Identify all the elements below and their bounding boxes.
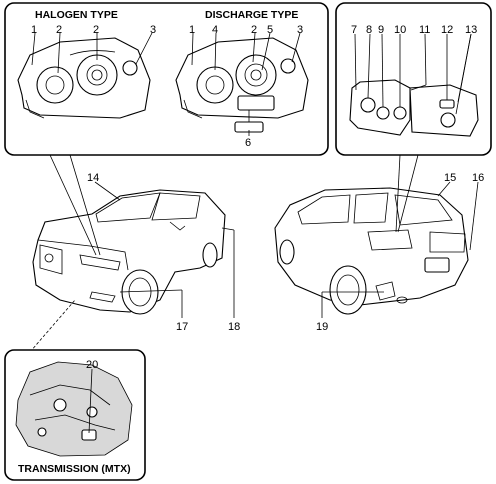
callout-17: 17	[176, 321, 188, 333]
transmission-drawing	[15, 361, 133, 457]
rear-vehicle-drawing	[274, 187, 469, 315]
callout-1-discharge: 1	[189, 24, 195, 36]
callout-9: 9	[378, 24, 384, 36]
discharge-headlamp-drawing	[175, 37, 309, 133]
callout-2-halogen-low: 2	[56, 24, 62, 36]
callout-3-discharge: 3	[297, 24, 303, 36]
callout-2-halogen-high: 2	[93, 24, 99, 36]
callout-19: 19	[316, 321, 328, 333]
callout-7: 7	[351, 24, 357, 36]
callout-15: 15	[444, 172, 456, 184]
headlamp-panel: HALOGEN TYPE DISCHARGE TYPE	[4, 2, 329, 156]
halogen-headlamp-drawing	[17, 37, 151, 119]
callout-13: 13	[465, 24, 477, 36]
rear-lamp-callout-numbers: 7 8 9 10 11 12 13	[351, 24, 477, 36]
callout-16: 16	[472, 172, 484, 184]
callout-3-halogen: 3	[150, 24, 156, 36]
callout-2-discharge: 2	[251, 24, 257, 36]
callout-1-halogen: 1	[31, 24, 37, 36]
transmission-panel: 20 TRANSMISSION (MTX)	[4, 349, 146, 481]
callout-14: 14	[87, 172, 99, 184]
callout-12: 12	[441, 24, 453, 36]
callout-6-discharge: 6	[245, 137, 251, 149]
vehicle-leaders	[94, 181, 479, 318]
transmission-title: TRANSMISSION (MTX)	[18, 463, 131, 475]
rear-lamp-panel: 7 8 9 10 11 12 13	[335, 2, 492, 156]
front-vehicle-drawing	[32, 189, 226, 315]
callout-5-discharge: 5	[267, 24, 273, 36]
headlamp-leaders	[31, 32, 301, 136]
discharge-type-title: DISCHARGE TYPE	[205, 9, 298, 21]
halogen-type-title: HALOGEN TYPE	[35, 9, 118, 21]
vehicle-callout-numbers: 14 15 16 17 18 19	[87, 172, 484, 333]
callout-8: 8	[366, 24, 372, 36]
callout-10: 10	[394, 24, 406, 36]
callout-11: 11	[419, 24, 430, 36]
callout-18: 18	[228, 321, 240, 333]
rear-lamp-leaders	[354, 33, 472, 115]
callout-20: 20	[86, 359, 98, 371]
headlamp-callout-numbers: 1 2 2 3 1 4 2 5 3 6	[31, 24, 303, 149]
rear-lamp-drawing	[349, 79, 479, 137]
panel-to-vehicle-leaders	[29, 154, 419, 353]
callout-4-discharge: 4	[212, 24, 218, 36]
